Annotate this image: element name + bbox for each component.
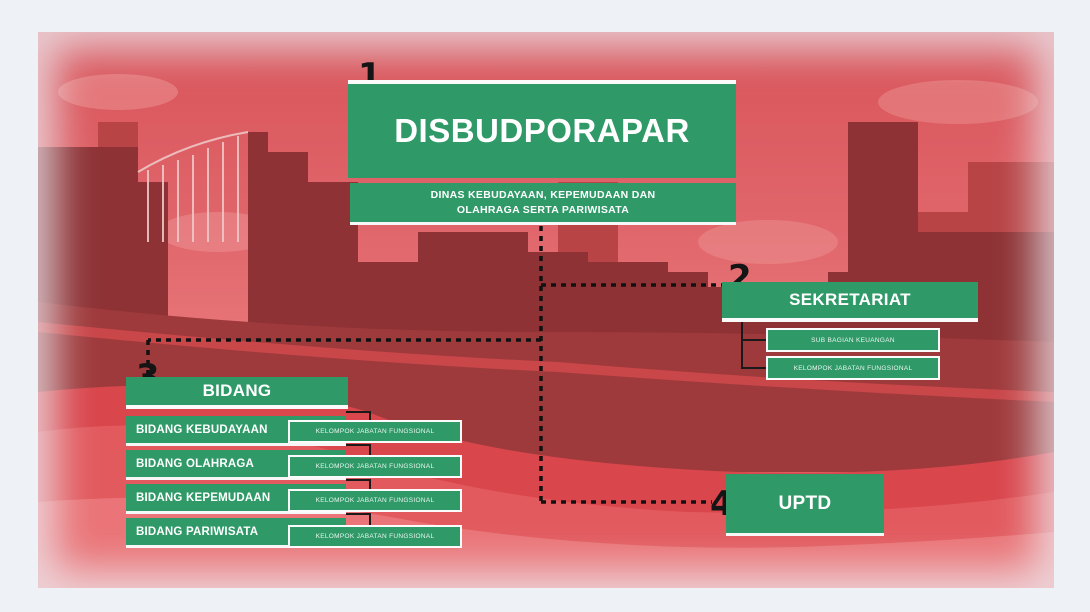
disbudporapar-title-box: DISBUDPORAPAR	[348, 80, 736, 178]
bidang-sub-item: KELOMPOK JABATAN FUNGSIONAL	[288, 455, 462, 478]
bidang-sub-item: KELOMPOK JABATAN FUNGSIONAL	[288, 525, 462, 548]
bidang-sub-item: KELOMPOK JABATAN FUNGSIONAL	[288, 420, 462, 443]
bidang-sub-item: KELOMPOK JABATAN FUNGSIONAL	[288, 489, 462, 512]
sekretariat-sub-item: KELOMPOK JABATAN FUNGSIONAL	[766, 356, 940, 380]
sekretariat-box: SEKRETARIAT	[722, 282, 978, 322]
uptd-box: UPTD	[726, 474, 884, 536]
subtitle-line-1: DINAS KEBUDAYAAN, KEPEMUDAAN DAN	[430, 188, 656, 201]
disbudporapar-subtitle-box: DINAS KEBUDAYAAN, KEPEMUDAAN DAN OLAHRAG…	[350, 183, 736, 225]
subtitle-line-2: OLAHRAGA SERTA PARIWISATA	[456, 203, 630, 216]
sekretariat-sub-item: SUB BAGIAN KEUANGAN	[766, 328, 940, 352]
bidang-header-box: BIDANG	[126, 377, 348, 409]
